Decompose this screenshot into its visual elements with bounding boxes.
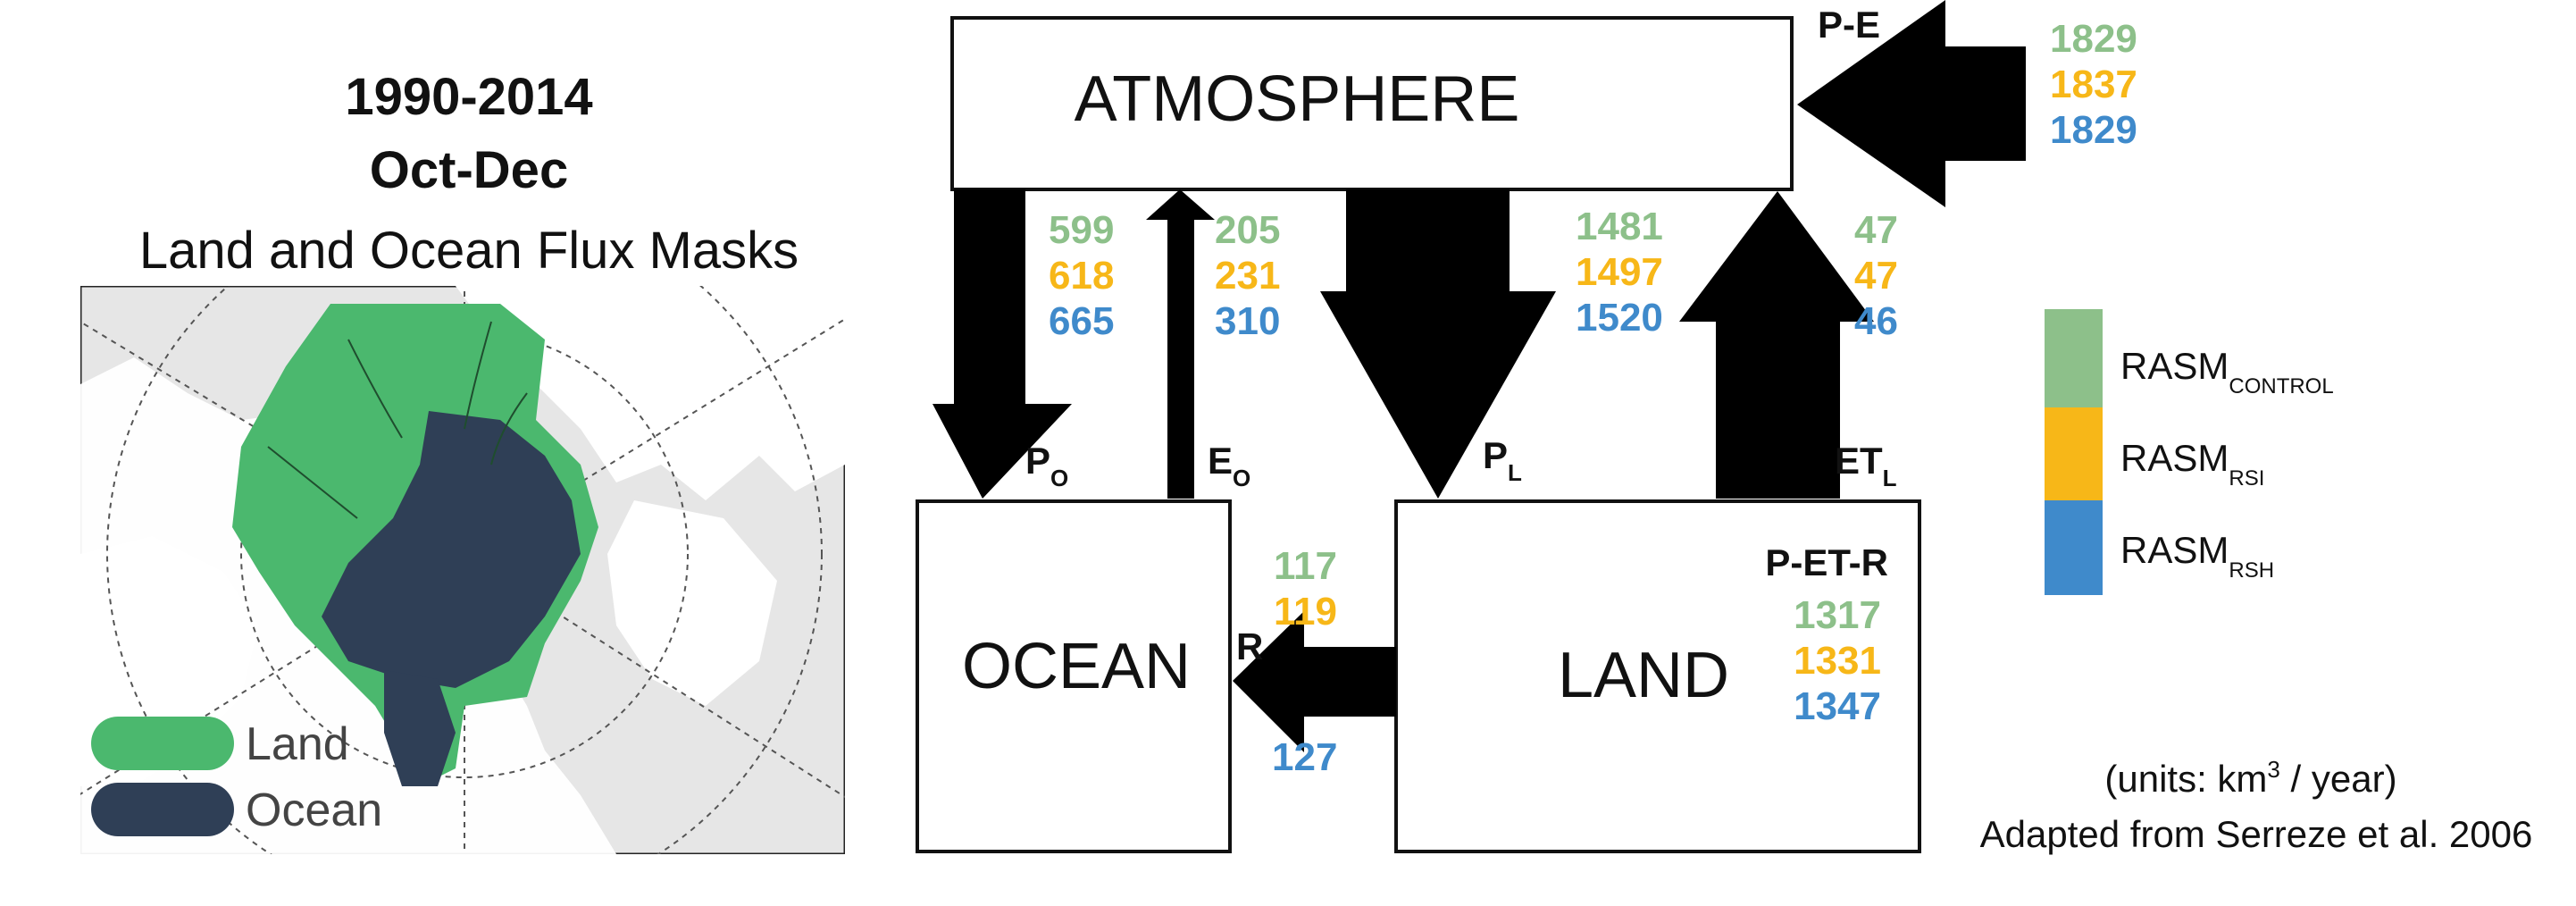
legend-label-rsi: RASMRSI (2120, 437, 2264, 491)
petr-value-rsi: 1331 (1794, 639, 1881, 683)
eo-value-rsh: 310 (1215, 299, 1280, 343)
map-panel: 1990-2014 Oct-Dec Land and Ocean Flux Ma… (80, 68, 845, 854)
r-value-control: 117 (1274, 544, 1337, 588)
eo-arrow (1146, 189, 1215, 499)
legend-label-rsh: RASMRSH (2120, 529, 2274, 583)
map-ocean-mask (322, 411, 581, 688)
units-note: (units: km3 / year) (2104, 756, 2396, 800)
petr-value-rsh: 1347 (1794, 684, 1881, 728)
po-label: PO (1025, 440, 1068, 491)
map-ocean-mask-atlantic (384, 670, 456, 786)
r-value-rsh: 127 (1272, 735, 1337, 779)
pe-arrow (1797, 0, 2026, 207)
arctic-map: Land Ocean (80, 286, 845, 854)
pl-value-control: 1481 (1576, 205, 1663, 248)
model-legend: RASMCONTROL RASMRSI RASMRSH (2045, 309, 2334, 595)
r-label: R (1236, 625, 1263, 667)
petr-label: P-ET-R (1765, 541, 1888, 583)
pl-value-rsh: 1520 (1576, 296, 1663, 340)
etl-label: ETL (1835, 440, 1897, 491)
pe-value-rsi: 1837 (2050, 63, 2137, 106)
pe-value-rsh: 1829 (2050, 108, 2137, 152)
r-value-rsi: 119 (1274, 590, 1337, 633)
etl-value-rsi: 47 (1854, 254, 1898, 298)
map-title-subject: Land and Ocean Flux Masks (139, 222, 799, 280)
map-title-season: Oct-Dec (370, 141, 568, 199)
map-legend-ocean-swatch (91, 783, 234, 836)
po-value-control: 599 (1049, 208, 1114, 252)
map-legend-land-label: Land (246, 718, 349, 770)
pe-value-control: 1829 (2050, 17, 2137, 61)
map-legend-land-swatch (91, 717, 234, 770)
etl-value-control: 47 (1854, 208, 1898, 252)
pl-arrow (1320, 189, 1556, 499)
pe-label: P-E (1818, 4, 1880, 46)
map-landmass-east (456, 286, 845, 500)
ocean-box (916, 499, 1232, 853)
pl-label: PL (1483, 434, 1522, 486)
map-landmass-greenland (607, 500, 777, 706)
petr-value-control: 1317 (1794, 593, 1881, 637)
legend-label-control: RASMCONTROL (2120, 345, 2334, 398)
flux-diagram: ATMOSPHERE OCEAN LAND P-E 1829 1837 1829… (916, 0, 2137, 853)
etl-arrow (1679, 191, 1874, 499)
map-legend-ocean-label: Ocean (246, 784, 382, 836)
po-value-rsi: 618 (1049, 254, 1114, 298)
atmosphere-box (950, 16, 1794, 191)
r-arrow (1233, 611, 1396, 752)
land-box (1394, 499, 1921, 853)
source-note: Adapted from Serreze et al. 2006 (1980, 813, 2533, 855)
eo-value-rsi: 231 (1215, 254, 1280, 298)
map-title-period: 1990-2014 (345, 68, 592, 126)
eo-label: EO (1208, 440, 1250, 491)
legend-swatch-rsi (2045, 407, 2103, 500)
po-value-rsh: 665 (1049, 299, 1114, 343)
po-arrow (933, 189, 1072, 499)
legend-swatch-control (2045, 309, 2103, 407)
atmosphere-label: ATMOSPHERE (1075, 63, 1520, 135)
eo-value-control: 205 (1215, 208, 1280, 252)
etl-value-rsh: 46 (1854, 299, 1898, 343)
pl-value-rsi: 1497 (1576, 250, 1663, 294)
land-label: LAND (1558, 640, 1729, 711)
ocean-label: OCEAN (962, 631, 1191, 702)
legend-swatch-rsh (2045, 500, 2103, 595)
map-rivers (267, 321, 528, 519)
